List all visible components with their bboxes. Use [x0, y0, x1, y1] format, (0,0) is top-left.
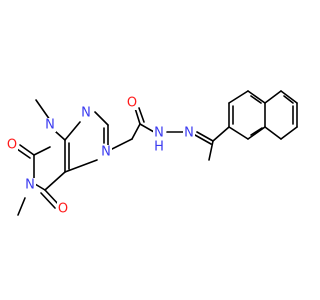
- bond-nap-7: [264, 90, 282, 104]
- bond-c-o-double: [138, 107, 145, 123]
- bond-c6-o6-double: [40, 192, 56, 209]
- bond-nap-2: [228, 90, 249, 104]
- bond-ch2-c: [131, 123, 141, 140]
- bond-c4-n9: [64, 121, 81, 141]
- bond-nap-inner-2: [250, 95, 262, 104]
- bond-n-c: [196, 131, 214, 142]
- bond-n7-c5: [64, 159, 98, 173]
- atom-o2: O: [7, 138, 17, 153]
- bond-nap-3: [247, 90, 266, 104]
- bond-n3-methyl: [35, 99, 51, 121]
- atom-o-amide: O: [127, 96, 137, 111]
- bond-nap-inner-3: [250, 127, 263, 136]
- atom-h: H: [154, 140, 164, 155]
- bond-n7-ch2: [109, 138, 133, 151]
- bond-c6-n1: [34, 183, 46, 191]
- bond-c5-c6: [44, 171, 66, 191]
- bond-c2-o2: [19, 144, 35, 156]
- bond-c2-n3: [33, 146, 51, 156]
- bond-c-naphthyl: [212, 126, 230, 142]
- atom-n9: N: [81, 106, 91, 121]
- atom-labels: N N N N O O O N H N: [6, 96, 195, 217]
- bond-c6-o6: [44, 189, 60, 206]
- bond-n-c-double: [194, 134, 212, 145]
- bond-c-nh: [139, 123, 155, 133]
- bond-nap-inner-4: [283, 95, 294, 104]
- bond-nap-10: [280, 126, 298, 140]
- bond-nap-5: [247, 126, 266, 140]
- bond-nap-8: [280, 90, 298, 104]
- bond-c-methyl: [208, 140, 214, 161]
- bond-nap-6: [228, 126, 249, 140]
- bond-nap-11: [264, 126, 282, 140]
- bonds: [16, 90, 298, 216]
- bond-n1-methyl: [17, 197, 26, 216]
- bond-n3-c4: [55, 131, 66, 141]
- atom-n1: N: [25, 178, 35, 193]
- atom-o6: O: [58, 202, 68, 217]
- bond-n9-c8: [94, 111, 109, 126]
- atom-n7: N: [101, 145, 111, 160]
- atom-n3: N: [45, 118, 55, 133]
- bond-c2-o2-double: [16, 148, 31, 159]
- atom-n-imine: N: [184, 126, 194, 141]
- bond-c-o: [134, 107, 141, 125]
- molecule-diagram: N N N N O O O N H N: [6, 90, 298, 217]
- atom-nh: N: [154, 126, 164, 141]
